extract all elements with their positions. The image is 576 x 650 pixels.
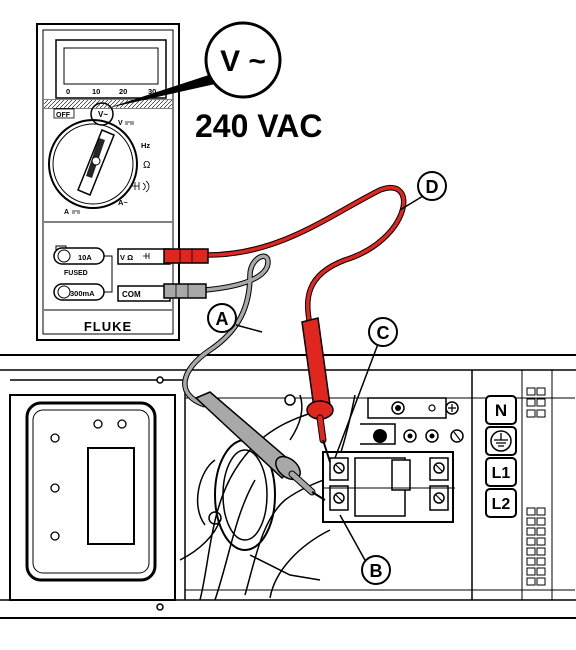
label-c-text: C: [377, 323, 390, 343]
screw-icon: [156, 376, 164, 384]
scale-tick-20: 20: [119, 87, 127, 96]
label-a-text: A: [216, 309, 229, 329]
terminal-l1-label: L1: [492, 465, 511, 482]
scale-tick-10: 10: [92, 87, 100, 96]
label-b-text: B: [370, 561, 383, 581]
rotary-dial[interactable]: [48, 119, 138, 209]
continuity-icon: [131, 180, 150, 193]
off-label: OFF: [56, 112, 71, 119]
contactor-block: [322, 451, 455, 523]
v-dc-label: V: [118, 120, 123, 127]
label-b: B: [339, 514, 391, 585]
jack-10a[interactable]: 10A: [53, 247, 105, 265]
scale-tick-30: 30: [148, 87, 156, 96]
ohm-label: Ω: [143, 160, 151, 171]
jack-com-label: COM: [122, 290, 141, 299]
com-lead: [163, 253, 326, 501]
v-lead: [163, 185, 407, 463]
fused-label: FUSED: [64, 270, 88, 277]
jack-300ma-label: 300mA: [70, 289, 95, 298]
jack-v-ohm-label: V Ω: [120, 253, 133, 262]
function-callout: V ~: [90, 21, 282, 126]
v-ac-label: V~: [98, 110, 108, 119]
label-c: C: [334, 317, 398, 459]
terminal-l1: [485, 457, 517, 487]
jack-com[interactable]: COM: [117, 285, 171, 302]
voltage-reading: 240 VAC: [195, 108, 322, 144]
screw-icon: [156, 603, 164, 611]
a-dc-label: A: [64, 209, 69, 216]
terminal-n: [485, 395, 517, 425]
jack-10a-label: 10A: [78, 253, 92, 262]
multimeter: 0 10 20 30 OFF V~ V Hz Ω A~ A: [36, 23, 180, 341]
terminal-l2-label: L2: [492, 496, 511, 513]
label-a: A: [207, 303, 263, 333]
scale-tick-0: 0: [66, 87, 70, 96]
terminal-l2: [485, 488, 517, 518]
jack-v-ohm[interactable]: V Ω: [117, 248, 171, 265]
callout-symbol: V ~: [220, 45, 266, 78]
terminal-block: N L1 L2: [485, 387, 546, 586]
hz-label: Hz: [141, 141, 150, 150]
label-d-text: D: [426, 177, 439, 197]
jack-300ma[interactable]: 300mA: [53, 283, 105, 301]
terminal-posts: [284, 394, 464, 445]
label-d: D: [399, 171, 447, 211]
ground-icon: [490, 430, 512, 452]
terminal-n-label: N: [495, 401, 507, 420]
meter-brand: FLUKE: [84, 319, 132, 334]
a-ac-label: A~: [118, 198, 128, 207]
panel-enclosure: [0, 354, 576, 619]
